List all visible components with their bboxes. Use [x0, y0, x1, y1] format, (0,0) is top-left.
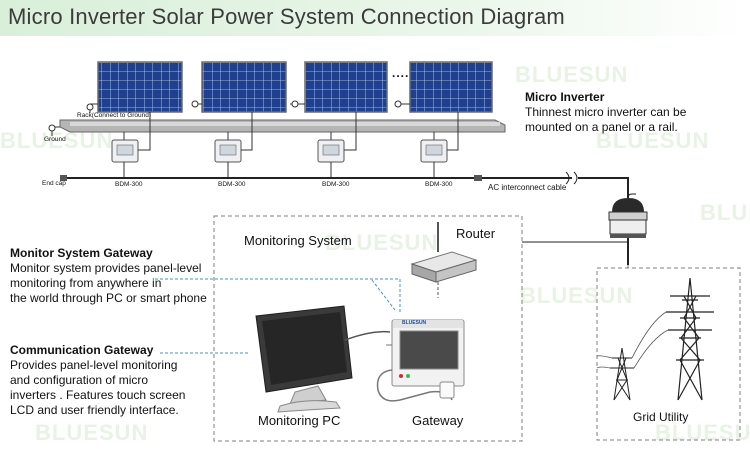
transmission-tower: [666, 277, 714, 401]
ground-label: Ground: [44, 136, 66, 143]
title-bar: Micro Inverter Solar Power System Connec…: [0, 0, 750, 36]
watermark: BLUESUN: [655, 420, 750, 445]
micro-inverter: [111, 132, 139, 178]
monitor-gateway-heading: Monitor System Gateway: [10, 246, 153, 260]
mounting-rail: [59, 119, 506, 133]
router-device: [410, 222, 478, 298]
ac-trunk-cable: [60, 171, 629, 198]
solar-panel: [304, 61, 388, 113]
diagram-title: Micro Inverter Solar Power System Connec…: [8, 4, 565, 29]
more-panels-ellipsis: ....: [392, 66, 410, 80]
monitor-gateway-desc: Monitor system provides panel-level: [10, 261, 202, 275]
watermark: BLUESUN: [520, 283, 634, 308]
solar-panel: [409, 61, 493, 113]
grid-utility-label: Grid Utility: [633, 410, 689, 424]
comm-gateway-desc: inverters . Features touch screen: [10, 388, 186, 402]
gateway-label: Gateway: [412, 413, 464, 428]
comm-gateway-desc: LCD and user friendly interface.: [10, 403, 179, 417]
inverter-model-label: BDM-300: [322, 181, 350, 188]
micro-inverter: [317, 132, 345, 178]
micro-inverter: [420, 132, 448, 178]
end-cap-label: End cap: [42, 180, 66, 187]
comm-gateway-heading: Communication Gateway: [10, 343, 154, 357]
monitoring-pc-label: Monitoring PC: [258, 413, 341, 428]
micro-inverter: [214, 132, 242, 178]
micro-inverter-desc: mounted on a panel or a rail.: [525, 120, 678, 134]
transmission-tower: [610, 347, 634, 401]
ground-wire: [48, 100, 410, 136]
solar-panel: [201, 61, 287, 113]
ac-junction-box: [608, 193, 648, 265]
micro-inverter-heading: Micro Inverter: [525, 90, 605, 104]
watermark: BLUESUN: [35, 420, 149, 445]
monitoring-system-box: [213, 215, 523, 442]
inverter-model-label: BDM-300: [425, 181, 453, 188]
inverter-model-label: BDM-300: [218, 181, 246, 188]
ac-cable-label: AC interconnect cable: [488, 183, 567, 192]
comm-gateway-desc: and configuration of micro: [10, 373, 149, 387]
comm-gateway-desc: Provides panel-level monitoring: [10, 358, 178, 372]
solar-panel: [97, 61, 183, 113]
gateway-device: [376, 319, 465, 402]
monitor-gateway-desc: the world through PC or smart phone: [10, 291, 207, 305]
monitoring-pc-device: [255, 305, 391, 413]
monitor-gateway-desc: monitoring from anywhere in: [10, 276, 162, 290]
rack-label: Rack(Connect to Ground): [77, 112, 152, 119]
power-lines: [596, 265, 669, 369]
watermark: BLUESUN: [596, 128, 710, 153]
monitoring-system-label: Monitoring System: [244, 233, 352, 248]
router-label: Router: [456, 226, 496, 241]
inverter-model-label: BDM-300: [115, 181, 143, 188]
watermark: BLUESUN: [515, 62, 629, 87]
watermark: BLUESUN: [325, 230, 439, 255]
gateway-brand-label: BLUESUN: [402, 320, 427, 326]
micro-inverter-desc: Thinnest micro inverter can be: [525, 105, 687, 119]
grid-utility-box: [596, 267, 741, 441]
watermark: BLUESUN: [700, 200, 750, 225]
